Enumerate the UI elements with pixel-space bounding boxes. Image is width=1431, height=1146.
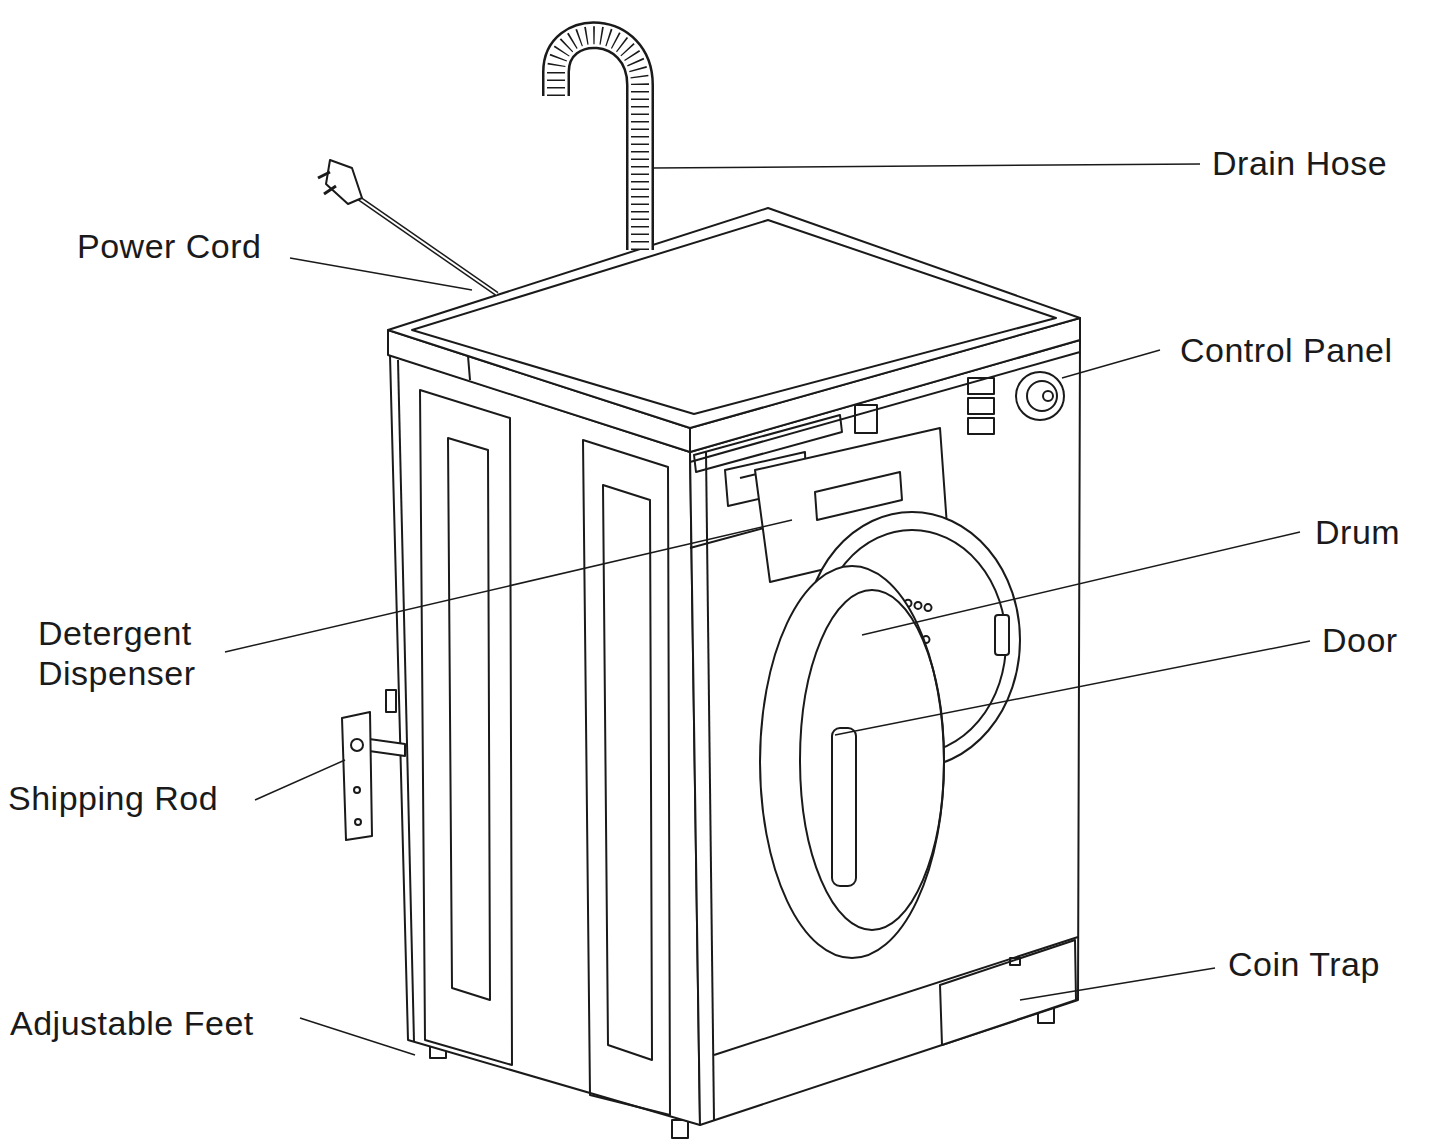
plug-prong bbox=[324, 186, 336, 194]
leader-line bbox=[225, 520, 792, 652]
coin-trap-tab bbox=[1010, 958, 1020, 965]
lid-seam bbox=[468, 356, 470, 380]
side-panel-slot bbox=[603, 485, 652, 1060]
door bbox=[760, 566, 944, 958]
shipping-bracket bbox=[342, 712, 372, 840]
coin-trap-cover bbox=[940, 940, 1076, 1045]
part-label: Door bbox=[1322, 620, 1422, 660]
leader-line bbox=[300, 1018, 415, 1055]
leader-lines bbox=[225, 164, 1310, 1055]
panel-button bbox=[968, 398, 994, 414]
part-label: Adjustable Feet bbox=[10, 1003, 310, 1043]
program-knob bbox=[1016, 372, 1064, 420]
leader-line bbox=[255, 760, 345, 800]
plug-prong bbox=[318, 172, 330, 178]
side-panel bbox=[420, 390, 512, 1065]
panel-button bbox=[968, 418, 994, 434]
bracket-hole bbox=[351, 739, 363, 751]
dispenser-handle bbox=[815, 472, 902, 520]
side-panel bbox=[583, 440, 670, 1115]
lid-inset bbox=[412, 220, 1056, 414]
leader-line bbox=[1062, 350, 1160, 378]
part-label: Power Cord bbox=[77, 226, 317, 266]
leader-line bbox=[652, 164, 1200, 168]
door-latch bbox=[995, 615, 1009, 655]
door-glass bbox=[800, 590, 944, 930]
power-plug bbox=[326, 160, 362, 204]
power-cord bbox=[350, 192, 497, 294]
leader-line bbox=[1020, 968, 1215, 1000]
part-label: Control Panel bbox=[1180, 330, 1430, 370]
leader-line bbox=[835, 641, 1310, 735]
panel-button bbox=[968, 378, 994, 394]
side-face bbox=[390, 355, 700, 1125]
leader-line bbox=[290, 258, 472, 290]
drum-hole bbox=[915, 602, 922, 609]
part-label: Drum bbox=[1315, 512, 1425, 552]
drain-hose-ribs bbox=[556, 35, 640, 250]
front-face bbox=[690, 340, 1080, 1125]
shipping-rod-socket bbox=[386, 690, 396, 712]
leader-line bbox=[862, 532, 1300, 635]
program-knob-mark bbox=[1043, 391, 1053, 401]
part-label: Detergent Dispenser bbox=[38, 613, 233, 693]
bracket-hole bbox=[355, 819, 361, 825]
drain-hose-outline bbox=[556, 35, 640, 250]
lid-top bbox=[388, 208, 1080, 428]
adjustable-foot bbox=[672, 1120, 688, 1138]
display-window bbox=[855, 405, 877, 433]
part-label: Drain Hose bbox=[1212, 143, 1431, 183]
drum-hole bbox=[925, 604, 932, 611]
part-label: Shipping Rod bbox=[8, 778, 268, 818]
side-bevel bbox=[398, 360, 414, 1042]
program-knob-center bbox=[1027, 381, 1057, 411]
front-bevel bbox=[706, 452, 714, 1120]
power-cord-core bbox=[350, 192, 497, 294]
bracket-hole bbox=[354, 787, 360, 793]
drain-hose-body bbox=[556, 35, 640, 250]
side-panel-slot bbox=[448, 438, 490, 1000]
plinth-line bbox=[714, 937, 1078, 1055]
part-label: Coin Trap bbox=[1228, 944, 1418, 984]
door-handle bbox=[832, 728, 856, 886]
